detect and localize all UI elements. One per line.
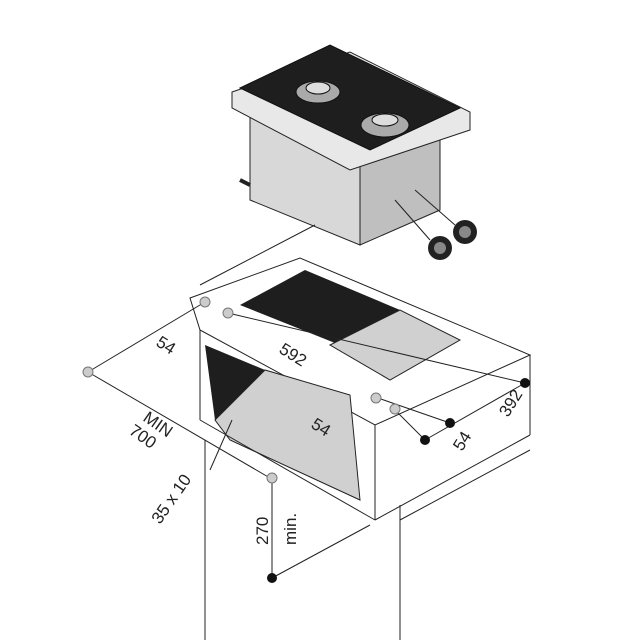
dimension-markers — [82, 296, 530, 583]
vent-slot-label: 35 x 10 — [148, 471, 196, 528]
rear-margin-label: 54 — [153, 332, 179, 358]
gas-hob-unit — [231, 44, 477, 260]
min-height-label-1: 270 — [253, 517, 272, 545]
cabinet-cutout — [189, 257, 532, 640]
dimension-lines — [87, 301, 526, 579]
cutout-depth-label: 392 — [495, 386, 526, 420]
side-margin-label: 54 — [449, 428, 475, 454]
min-height-label-2: min. — [281, 513, 300, 545]
